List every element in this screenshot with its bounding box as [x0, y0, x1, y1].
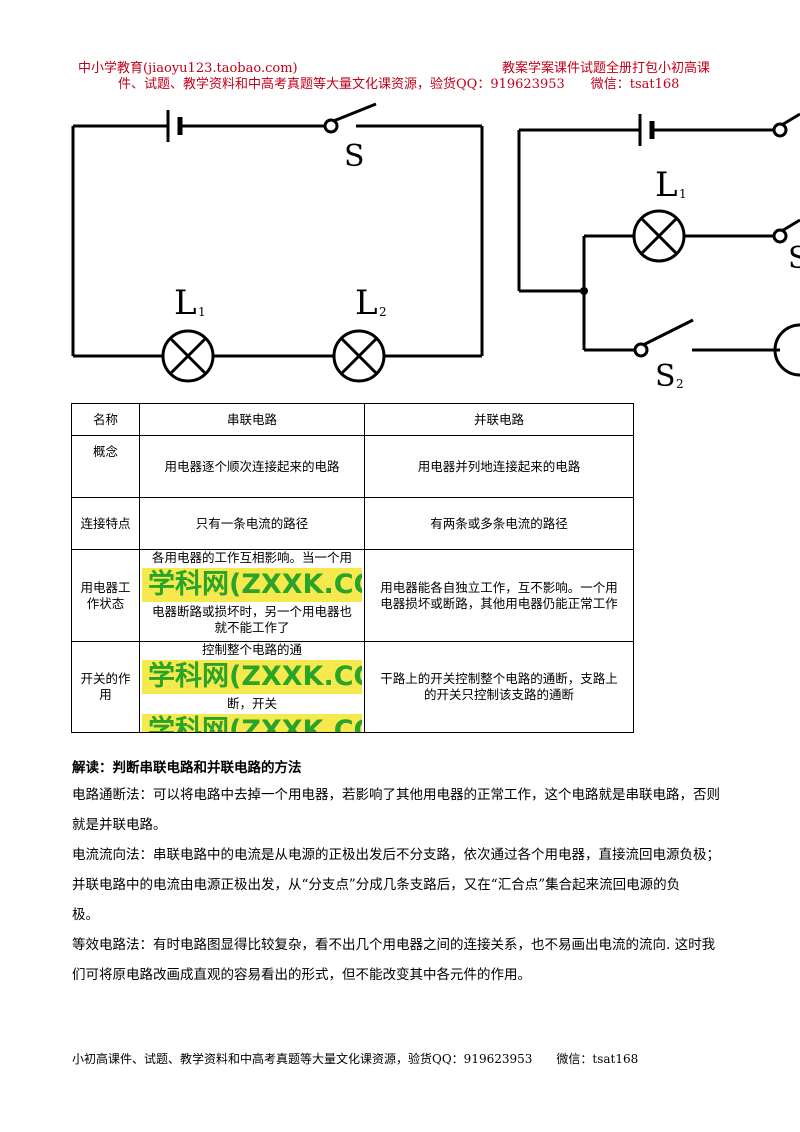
table-row: 开关的作 用 控制整个电路的通 学科网(ZXXK.CO 断，开关 学科网(ZXX…: [71, 641, 634, 733]
cell-text-line: 就不能工作了: [214, 620, 290, 635]
cell-text-line: 的开关只控制该支路的通断: [423, 687, 574, 702]
header-promo-line2: 件、试题、教学资料和中高考真题等大量文化课资源，验货QQ：919623953 微…: [118, 77, 680, 92]
table-row: 概念 用电器逐个顺次连接起来的电路 用电器并列地连接起来的电路: [71, 435, 634, 498]
parallel-switch-role: 干路上的开关控制整个电路的通断，支路上 的开关只控制该支路的通断: [364, 641, 634, 733]
series-lamp2-subscript: 2: [379, 305, 387, 319]
series-working-state: 各用电器的工作互相影响。当一个用 学科网(ZXXK.CO 电器断路或损坏时，另一…: [139, 549, 365, 642]
body-paragraphs: 电路通断法：可以将电路中去掉一个用电器，若影响了其他用电器的正常工作，这个电路就…: [72, 780, 732, 990]
cell-text-line: 电器损坏或断路，其他用电器仍能正常工作: [380, 595, 618, 611]
parallel-concept: 用电器并列地连接起来的电路: [364, 435, 634, 498]
paragraph-line: 等效电路法：有时电路图显得比较复杂，看不出几个用电器之间的连接关系，也不易画出电…: [72, 937, 716, 953]
row-name-line: 作状态: [86, 595, 125, 611]
paragraph-line: 并联电路中的电流由电源正极出发，从“分支点”分成几条支路后，又在“汇合点”集合起…: [72, 877, 681, 893]
parallel-main-switch-terminal: [772, 122, 788, 138]
series-concept: 用电器逐个顺次连接起来的电路: [139, 435, 365, 498]
row-name-line: 开关的作: [80, 671, 131, 686]
parallel-switch1-label: S: [788, 241, 800, 276]
header-parallel: 并联电路: [364, 403, 634, 436]
parallel-working-state: 用电器能各自独立工作，互不影响。一个用 电器损坏或断路，其他用电器仍能正常工作: [364, 549, 634, 642]
parallel-switch-1-terminal: [772, 228, 788, 244]
header-name: 名称: [71, 403, 140, 436]
watermark-banner: 学科网(ZXXK.CO: [142, 568, 362, 602]
cell-text-line: 控制整个电路的通: [201, 642, 302, 658]
comparison-table: 名称 串联电路 并联电路 概念 用电器逐个顺次连接起来的电路 用电器并列地连接起…: [71, 403, 634, 733]
cell-text-line: 各用电器的工作互相影响。当一个用: [151, 550, 352, 566]
parallel-switch2-label: S: [655, 359, 676, 394]
row-name-concept: 概念: [71, 435, 140, 498]
series-lamp2-label: L: [355, 283, 378, 323]
row-name-line: 用: [99, 687, 112, 702]
series-switch-label: S: [344, 139, 365, 174]
junction-dot: [580, 287, 588, 295]
row-name-switch-role: 开关的作 用: [71, 641, 140, 733]
parallel-connection: 有两条或多条电流的路径: [364, 497, 634, 550]
switch-lever: [330, 102, 377, 124]
watermark-banner: 学科网(ZXXK.CO: [142, 714, 362, 732]
paragraph-line: 们可将原电路改画成直观的容易看出的形式，但不能改变其中各元件的作用。: [72, 967, 531, 983]
cell-text-line: 断，开关: [226, 696, 277, 711]
lamp-2-symbol: [332, 329, 386, 383]
parallel-lamp-1-symbol: [632, 209, 686, 263]
series-lamp1-subscript: 1: [198, 305, 206, 319]
header-shop-name: 中小学教育(jiaoyu123.taobao.com): [78, 61, 298, 76]
paragraph-line: 电路通断法：可以将电路中去掉一个用电器，若影响了其他用电器的正常工作，这个电路就…: [72, 787, 720, 803]
footer-promo: 小初高课件、试题、教学资料和中高考真题等大量文化课资源，验货QQ：9196239…: [72, 1052, 639, 1066]
series-switch-role: 控制整个电路的通 学科网(ZXXK.CO 断，开关 学科网(ZXXK.CO: [139, 641, 365, 733]
parallel-lamp-2-symbol: [773, 323, 800, 377]
section-title: 解读：判断串联电路和并联电路的方法: [72, 760, 302, 776]
parallel-switch-2-lever: [640, 318, 694, 348]
parallel-lamp1-label: L: [655, 165, 678, 205]
header-promo-right: 教案学案课件试题全册打包小初高课: [502, 61, 711, 76]
lamp-1-symbol: [161, 329, 215, 383]
series-circuit-diagram: S L 1 L 2: [71, 102, 484, 383]
cell-text-line: 干路上的开关控制整个电路的通断，支路上: [380, 671, 618, 686]
table-row: 连接特点 只有一条电流的路径 有两条或多条电流的路径: [71, 497, 634, 550]
header-series: 串联电路: [139, 403, 365, 436]
series-lamp1-label: L: [174, 283, 197, 323]
paragraph-line: 电流流向法：串联电路中的电流是从电源的正极出发后不分支路，依次通过各个用电器，直…: [72, 847, 720, 863]
cell-text-line: 用电器能各自独立工作，互不影响。一个用: [380, 579, 618, 595]
parallel-circuit-diagram: L 1 S S 2: [517, 112, 800, 394]
paragraph-line: 就是并联电路。: [72, 817, 167, 833]
row-name-line: 用电器工: [80, 579, 131, 595]
parallel-switch2-subscript: 2: [676, 377, 684, 391]
paragraph-line: 极。: [72, 907, 99, 923]
parallel-switch-2-terminal: [633, 342, 649, 358]
cell-text-line: 电器断路或损坏时，另一个用电器也: [151, 604, 352, 619]
row-name-connection: 连接特点: [71, 497, 140, 550]
parallel-lamp1-subscript: 1: [679, 187, 687, 201]
row-name-working-state: 用电器工 作状态: [71, 549, 140, 642]
switch-terminal: [323, 118, 339, 134]
table-row: 用电器工 作状态 各用电器的工作互相影响。当一个用 学科网(ZXXK.CO 电器…: [71, 549, 634, 642]
table-header-row: 名称 串联电路 并联电路: [71, 403, 634, 436]
series-connection: 只有一条电流的路径: [139, 497, 365, 550]
watermark-banner: 学科网(ZXXK.CO: [142, 660, 362, 694]
